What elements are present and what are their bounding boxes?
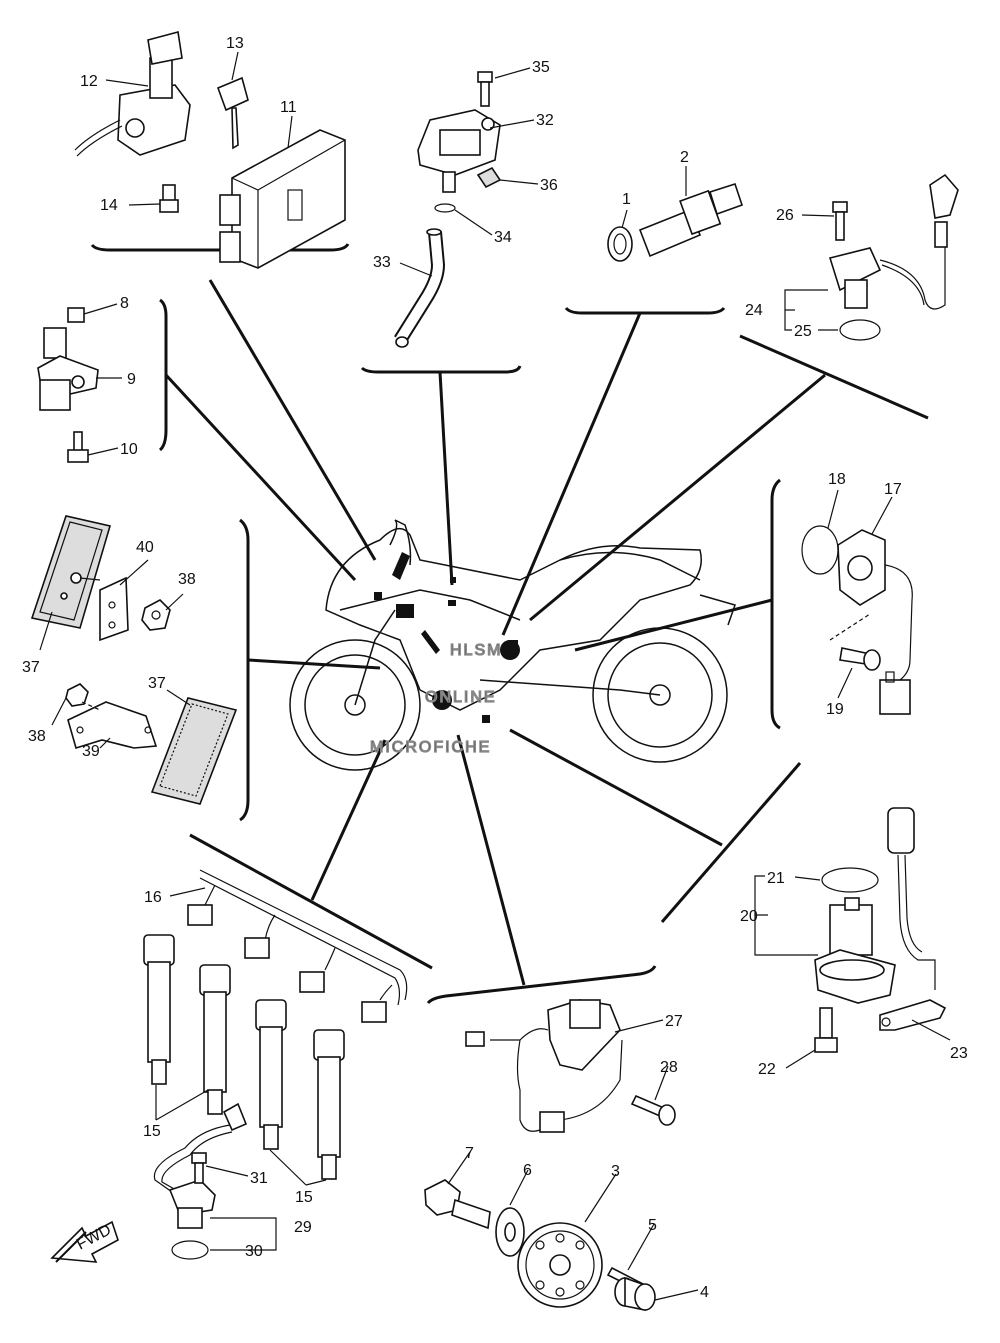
bolt-icon-14 <box>159 184 179 213</box>
hose-icon-33 <box>394 228 446 348</box>
position-sensor-icon <box>37 327 99 411</box>
collar-icon-4 <box>614 1276 656 1311</box>
group-brackets <box>90 243 929 1005</box>
gasket-icon-1 <box>607 226 633 262</box>
ignition-coil-icon-d <box>313 1029 345 1180</box>
sprocket-icon-3 <box>517 1222 603 1308</box>
callout-23: 23 <box>950 1045 968 1062</box>
callout-6: 6 <box>523 1162 532 1179</box>
callout-17: 17 <box>884 481 902 498</box>
washer-icon-6 <box>495 1207 525 1257</box>
motorcycle-icon <box>289 519 736 771</box>
nut-icon-38a <box>141 599 171 631</box>
callout-20: 20 <box>740 908 758 925</box>
callout-16: 16 <box>144 889 162 906</box>
watermark-line-2: ONLINE <box>425 689 497 706</box>
fuel-pump-icon <box>814 807 936 1004</box>
watermark: HLSM ONLINE MICROFICHE <box>369 641 502 756</box>
callout-40: 40 <box>136 539 154 556</box>
wire-harness-icon <box>187 869 408 1023</box>
callout-37b: 37 <box>148 675 166 692</box>
pressure-sensor-icon <box>417 109 501 193</box>
clip-icon-36 <box>476 166 502 189</box>
callout-38b: 38 <box>28 728 46 745</box>
fwd-arrow-icon: FWD <box>50 1220 119 1263</box>
gear-sensor-icon <box>465 999 623 1133</box>
bolt-icon-35 <box>477 71 493 107</box>
bolt-icon-26 <box>832 201 848 241</box>
neutral-switch-icon <box>837 529 913 715</box>
o-ring-icon-21 <box>821 867 879 893</box>
key-icon <box>216 76 249 150</box>
callout-26: 26 <box>776 207 794 224</box>
o-ring-icon-30 <box>171 1240 209 1260</box>
nut-icon-8 <box>67 307 85 323</box>
bolt-icon-10 <box>67 431 89 463</box>
o-ring-icon-18 <box>801 525 839 575</box>
reflector-icon-37a <box>30 515 112 629</box>
callout-27: 27 <box>665 1013 683 1030</box>
callout-29: 29 <box>294 1219 312 1236</box>
callout-14: 14 <box>100 197 118 214</box>
bolt-icon-31 <box>191 1152 207 1184</box>
callout-15b: 15 <box>295 1189 313 1206</box>
callout-25: 25 <box>794 323 812 340</box>
bolt-icon-22 <box>814 1007 838 1053</box>
watermark-line-1: HLSM <box>450 642 502 659</box>
callout-36: 36 <box>540 177 558 194</box>
callout-37a: 37 <box>22 659 40 676</box>
ignition-coil-icon-a <box>143 934 175 1085</box>
callout-5: 5 <box>648 1217 657 1234</box>
callout-28: 28 <box>660 1059 678 1076</box>
callout-8: 8 <box>120 295 129 312</box>
crank-sensor-icon <box>153 1102 248 1229</box>
ignition-switch-icon <box>74 30 191 157</box>
callout-30: 30 <box>245 1243 263 1260</box>
callout-2: 2 <box>680 149 689 166</box>
speed-sensor-icon <box>828 173 959 310</box>
callout-38a: 38 <box>178 571 196 588</box>
callout-24: 24 <box>745 302 763 319</box>
clamp-icon-34 <box>434 203 456 213</box>
reflector-icon-37b <box>150 697 238 805</box>
leader-lines <box>39 51 951 1301</box>
bracket-icon-40 <box>99 576 129 642</box>
callout-12: 12 <box>80 73 98 90</box>
callout-31: 31 <box>250 1170 268 1187</box>
callout-18: 18 <box>828 471 846 488</box>
callout-9: 9 <box>127 371 136 388</box>
callout-10: 10 <box>120 441 138 458</box>
ignition-coil-icon-c <box>255 999 287 1150</box>
callout-21: 21 <box>767 870 785 887</box>
bolt-icon-28 <box>630 1094 676 1126</box>
callout-34: 34 <box>494 229 512 246</box>
ecu-icon <box>219 129 346 269</box>
callout-13: 13 <box>226 35 244 52</box>
callout-1: 1 <box>622 191 631 208</box>
ignition-coil-icon-b <box>199 964 231 1115</box>
bracket-icon-23 <box>879 999 947 1031</box>
screw-icon <box>70 572 101 584</box>
bracket-icon-39 <box>67 701 158 750</box>
temperature-sensor-icon <box>638 182 744 258</box>
callout-22: 22 <box>758 1061 776 1078</box>
callout-33: 33 <box>373 254 391 271</box>
callout-11: 11 <box>280 99 297 116</box>
callout-35: 35 <box>532 59 550 76</box>
callout-32: 32 <box>536 112 554 129</box>
callout-7: 7 <box>465 1145 474 1162</box>
callout-19: 19 <box>826 701 844 718</box>
bolt-icon-7 <box>424 1179 491 1230</box>
callout-4: 4 <box>700 1284 709 1301</box>
watermark-line-3: MICROFICHE <box>370 739 491 756</box>
callout-labels: 1 2 3 4 5 6 7 8 9 10 11 12 13 14 15 15 1… <box>22 35 968 1301</box>
o-ring-icon-25 <box>839 319 881 341</box>
bolt-icon-19 <box>829 613 881 671</box>
callout-3: 3 <box>611 1163 620 1180</box>
callout-39: 39 <box>82 743 100 760</box>
callout-15a: 15 <box>143 1123 161 1140</box>
connector-lines <box>164 279 826 986</box>
